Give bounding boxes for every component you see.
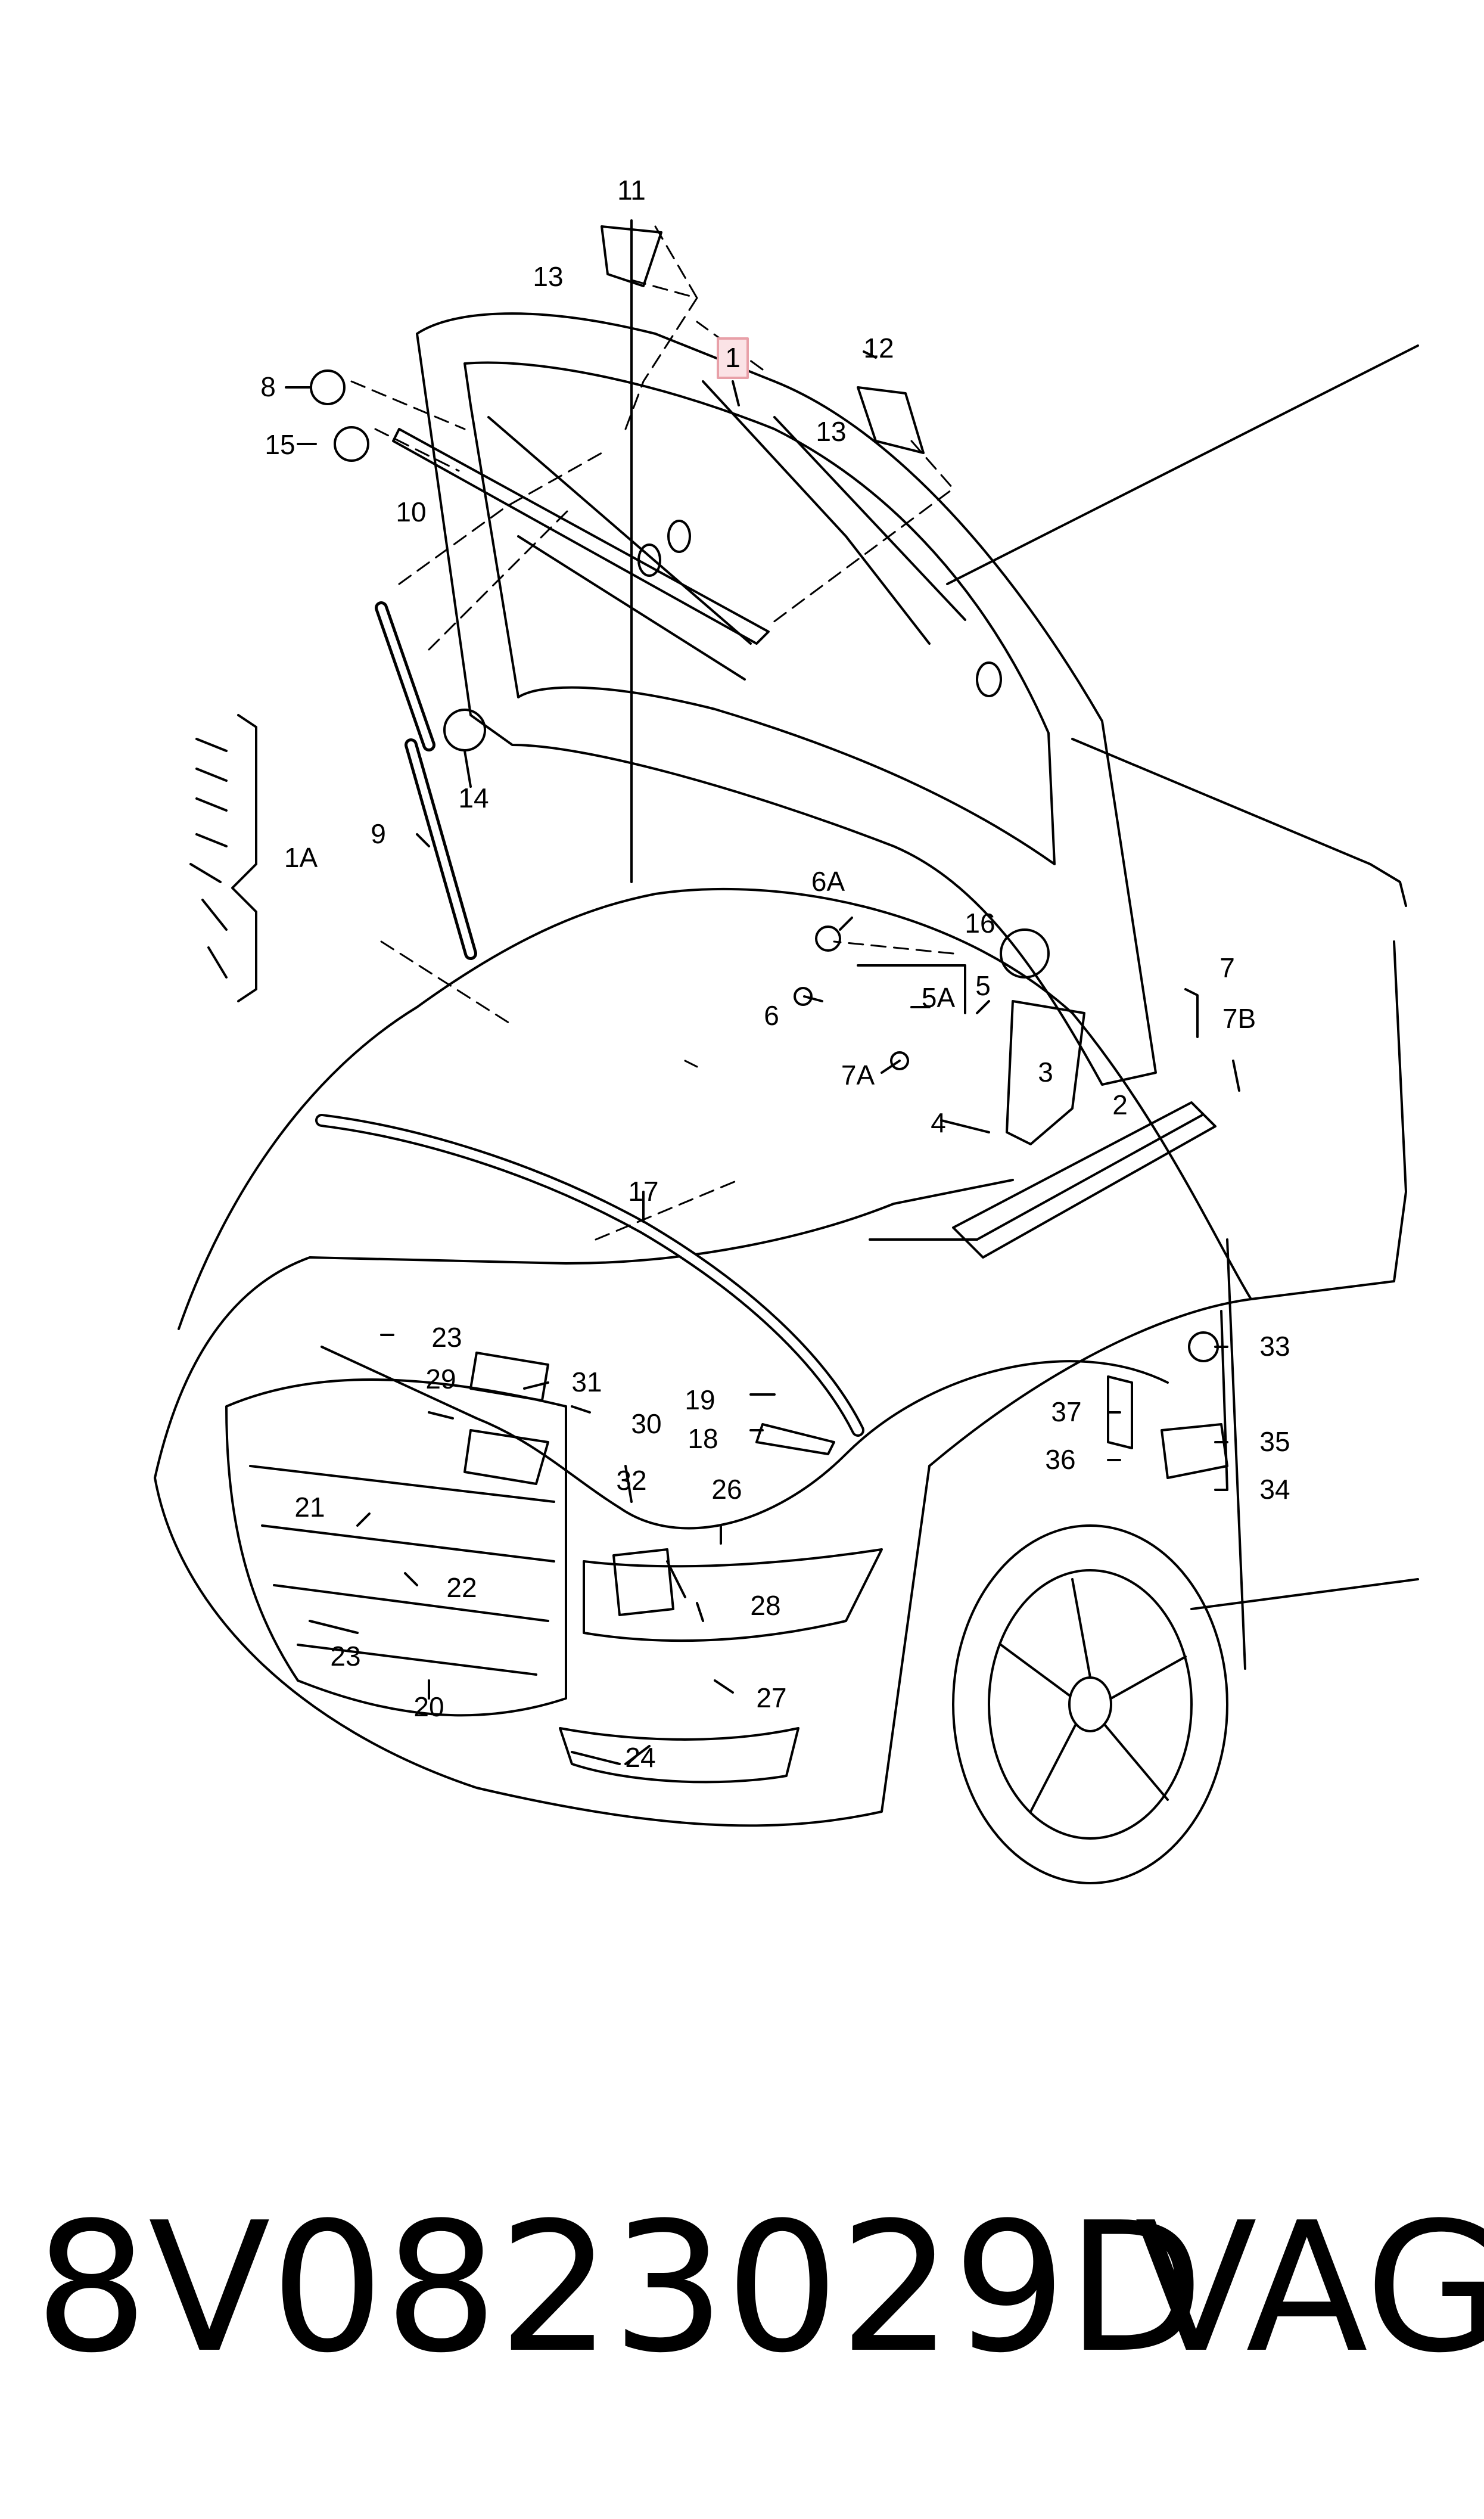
callout-4: 4 (931, 1107, 946, 1138)
callout-1: 1 (725, 342, 741, 373)
hood-inner-frame (463, 361, 1056, 865)
callout-7B: 7B (1222, 1003, 1256, 1034)
cover-31 (469, 1352, 549, 1402)
callout-12: 12 (863, 333, 894, 364)
hood-brace-right (702, 380, 966, 645)
callout-5A: 5A (922, 982, 956, 1013)
engine-bay-outline (178, 887, 1252, 1330)
bracket-18 (755, 1423, 835, 1455)
callout-21: 21 (294, 1492, 325, 1523)
callout-9: 9 (371, 818, 386, 849)
callout-32: 32 (616, 1465, 646, 1496)
bolt-set-1A (189, 738, 228, 979)
callout-31: 31 (571, 1366, 602, 1397)
part-number: 8V0823029D (35, 2184, 1205, 2392)
callout-16: 16 (965, 908, 995, 939)
reinforcement-beam (952, 1101, 1217, 1259)
grille-outline (225, 1378, 567, 1717)
callout-10: 10 (396, 496, 426, 527)
door-line (1226, 1238, 1246, 1670)
highlight-box-part-1 (717, 337, 749, 379)
callout-7A: 7A (841, 1060, 875, 1091)
callout-5: 5 (975, 970, 991, 1001)
fog-light (559, 1727, 799, 1784)
callout-20: 20 (413, 1691, 444, 1722)
bracket-1A (231, 714, 257, 1002)
release-cable (321, 1346, 1169, 1530)
callout-24: 24 (625, 1742, 655, 1773)
callout-1A: 1A (284, 842, 318, 873)
grommet-16 (1000, 928, 1050, 979)
headlight-right (583, 1548, 883, 1642)
grommet-14 (443, 709, 486, 751)
callout-6A: 6A (811, 866, 845, 897)
hood-outer (416, 312, 1157, 1086)
callout-8: 8 (260, 371, 276, 402)
brand-label: VAG (1135, 2184, 1484, 2392)
bracket-12 (857, 386, 925, 454)
grille-bars (249, 1465, 555, 1676)
wheel-hub (1068, 1676, 1112, 1732)
callout-29: 29 (425, 1363, 456, 1394)
fender-line (928, 940, 1407, 1467)
callout-19: 19 (685, 1384, 715, 1415)
washer-7A (890, 1051, 909, 1070)
grommet-33 (1188, 1331, 1219, 1362)
grommet-8 (310, 369, 346, 405)
support-10 (392, 428, 770, 645)
callout-14: 14 (458, 782, 489, 813)
callout-13-right: 13 (816, 416, 846, 447)
cover-29 (463, 1429, 549, 1485)
sill-line (1190, 1578, 1419, 1610)
callout-33: 33 (1259, 1331, 1290, 1362)
bracket-37 (1107, 1375, 1133, 1449)
callout-23-bottom: 23 (330, 1641, 360, 1672)
callout-26: 26 (711, 1474, 742, 1505)
callout-11: 11 (617, 175, 646, 206)
wheel-tire (952, 1524, 1228, 1884)
windshield-edge (946, 344, 1419, 585)
callout-2: 2 (1112, 1089, 1128, 1120)
front-clip-edge (154, 1179, 1014, 1479)
gas-strut-core (378, 604, 474, 957)
bumper-outline (154, 1465, 931, 1827)
callout-37: 37 (1051, 1396, 1081, 1427)
windshield-frame (1071, 738, 1407, 907)
callout-6: 6 (764, 1000, 779, 1031)
hinge-bracket (1006, 1000, 1085, 1145)
callout-23-top: 23 (431, 1322, 462, 1353)
seal-strip-inner (318, 1116, 862, 1434)
callout-17: 17 (628, 1176, 658, 1207)
bracket-11 (601, 225, 662, 287)
hood-lock-right (1161, 1423, 1228, 1479)
callout-3: 3 (1038, 1057, 1053, 1088)
callout-15: 15 (265, 429, 295, 460)
hood-hole-3 (976, 661, 1002, 697)
washer-6 (794, 987, 813, 1006)
callout-30: 30 (631, 1408, 661, 1439)
callout-36: 36 (1045, 1444, 1075, 1475)
hood-hole-2 (667, 520, 691, 553)
wheel-rim (988, 1569, 1193, 1840)
callout-7: 7 (1219, 952, 1235, 983)
exploded-parts-diagram: 1 11 13 12 13 8 15 10 14 9 1A 6A 16 5A 5… (154, 175, 1419, 1884)
hood-brace-left (487, 416, 752, 681)
callout-18: 18 (687, 1423, 718, 1454)
cap-6A (815, 925, 841, 952)
callout-35: 35 (1259, 1426, 1290, 1457)
grommet-15 (334, 426, 369, 462)
callout-22: 22 (446, 1572, 477, 1603)
callout-27: 27 (756, 1682, 786, 1713)
callout-34: 34 (1259, 1474, 1290, 1505)
wheel-spokes (1000, 1578, 1187, 1813)
callout-28: 28 (750, 1590, 780, 1621)
hood-lock-front (612, 1548, 674, 1616)
callout-13-top: 13 (533, 261, 563, 292)
